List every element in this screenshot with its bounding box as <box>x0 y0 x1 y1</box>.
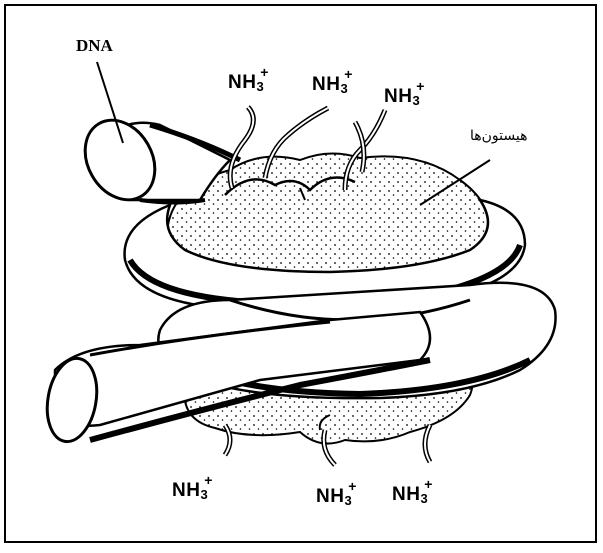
nh3-label-top-3: NH3+ <box>384 86 425 108</box>
nh3-label-top-2: NH3+ <box>312 74 353 96</box>
nh3-label-bottom-3: NH3+ <box>392 484 433 506</box>
histones-label: هیستون‌ها <box>470 128 527 144</box>
nh3-label-top-1: NH3+ <box>228 72 269 94</box>
nh3-label-bottom-1: NH3+ <box>172 480 213 502</box>
nh3-label-bottom-2: NH3+ <box>316 486 357 508</box>
dna-label: DNA <box>76 36 113 56</box>
